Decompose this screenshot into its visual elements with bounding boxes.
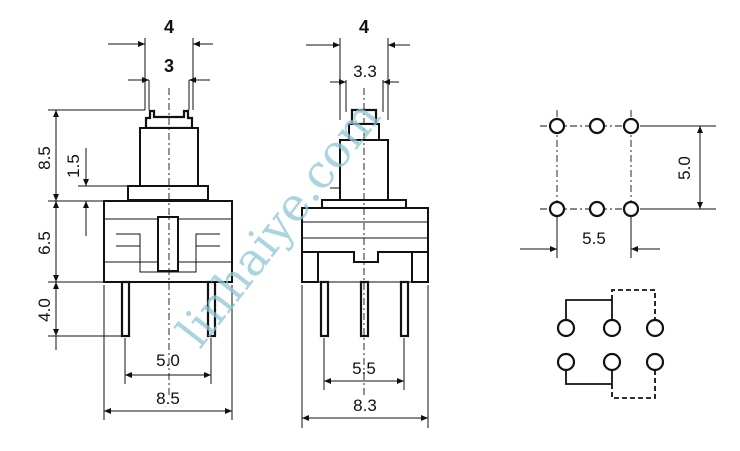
front-body-width-label: 8.5 bbox=[156, 389, 180, 408]
pcb-row-spacing-label: 5.0 bbox=[675, 156, 694, 180]
side-pin-spacing-label: 5.5 bbox=[352, 359, 376, 378]
front-height-upper-label: 8.5 bbox=[35, 146, 54, 170]
switch-schematic bbox=[556, 289, 665, 399]
pcb-hole bbox=[622, 200, 640, 218]
pcb-hole bbox=[548, 200, 566, 218]
pcb-col-spacing-label: 5.5 bbox=[582, 229, 606, 248]
pcb-hole bbox=[588, 200, 606, 218]
front-view: 4 3 8.5 6.5 4.0 1.5 bbox=[35, 17, 233, 420]
pcb-layout: 5.0 5.5 bbox=[520, 110, 716, 258]
side-body-width-label: 8.3 bbox=[353, 396, 377, 415]
front-top-width-inner-label: 3 bbox=[164, 56, 174, 76]
side-top-width-outer-label: 4 bbox=[359, 17, 369, 37]
side-top-width-inner-label: 3.3 bbox=[353, 62, 377, 81]
pcb-hole bbox=[548, 117, 566, 135]
front-top-width-outer-label: 4 bbox=[164, 17, 174, 37]
front-height-body-label: 6.5 bbox=[35, 231, 54, 255]
front-pin-spacing-label: 5.0 bbox=[156, 351, 180, 370]
pcb-hole bbox=[622, 117, 640, 135]
pcb-hole bbox=[588, 117, 606, 135]
front-height-pins-label: 4.0 bbox=[35, 298, 54, 322]
front-travel-label: 1.5 bbox=[64, 154, 83, 178]
side-view: 4 3.3 5.5 8.3 bbox=[301, 17, 429, 428]
